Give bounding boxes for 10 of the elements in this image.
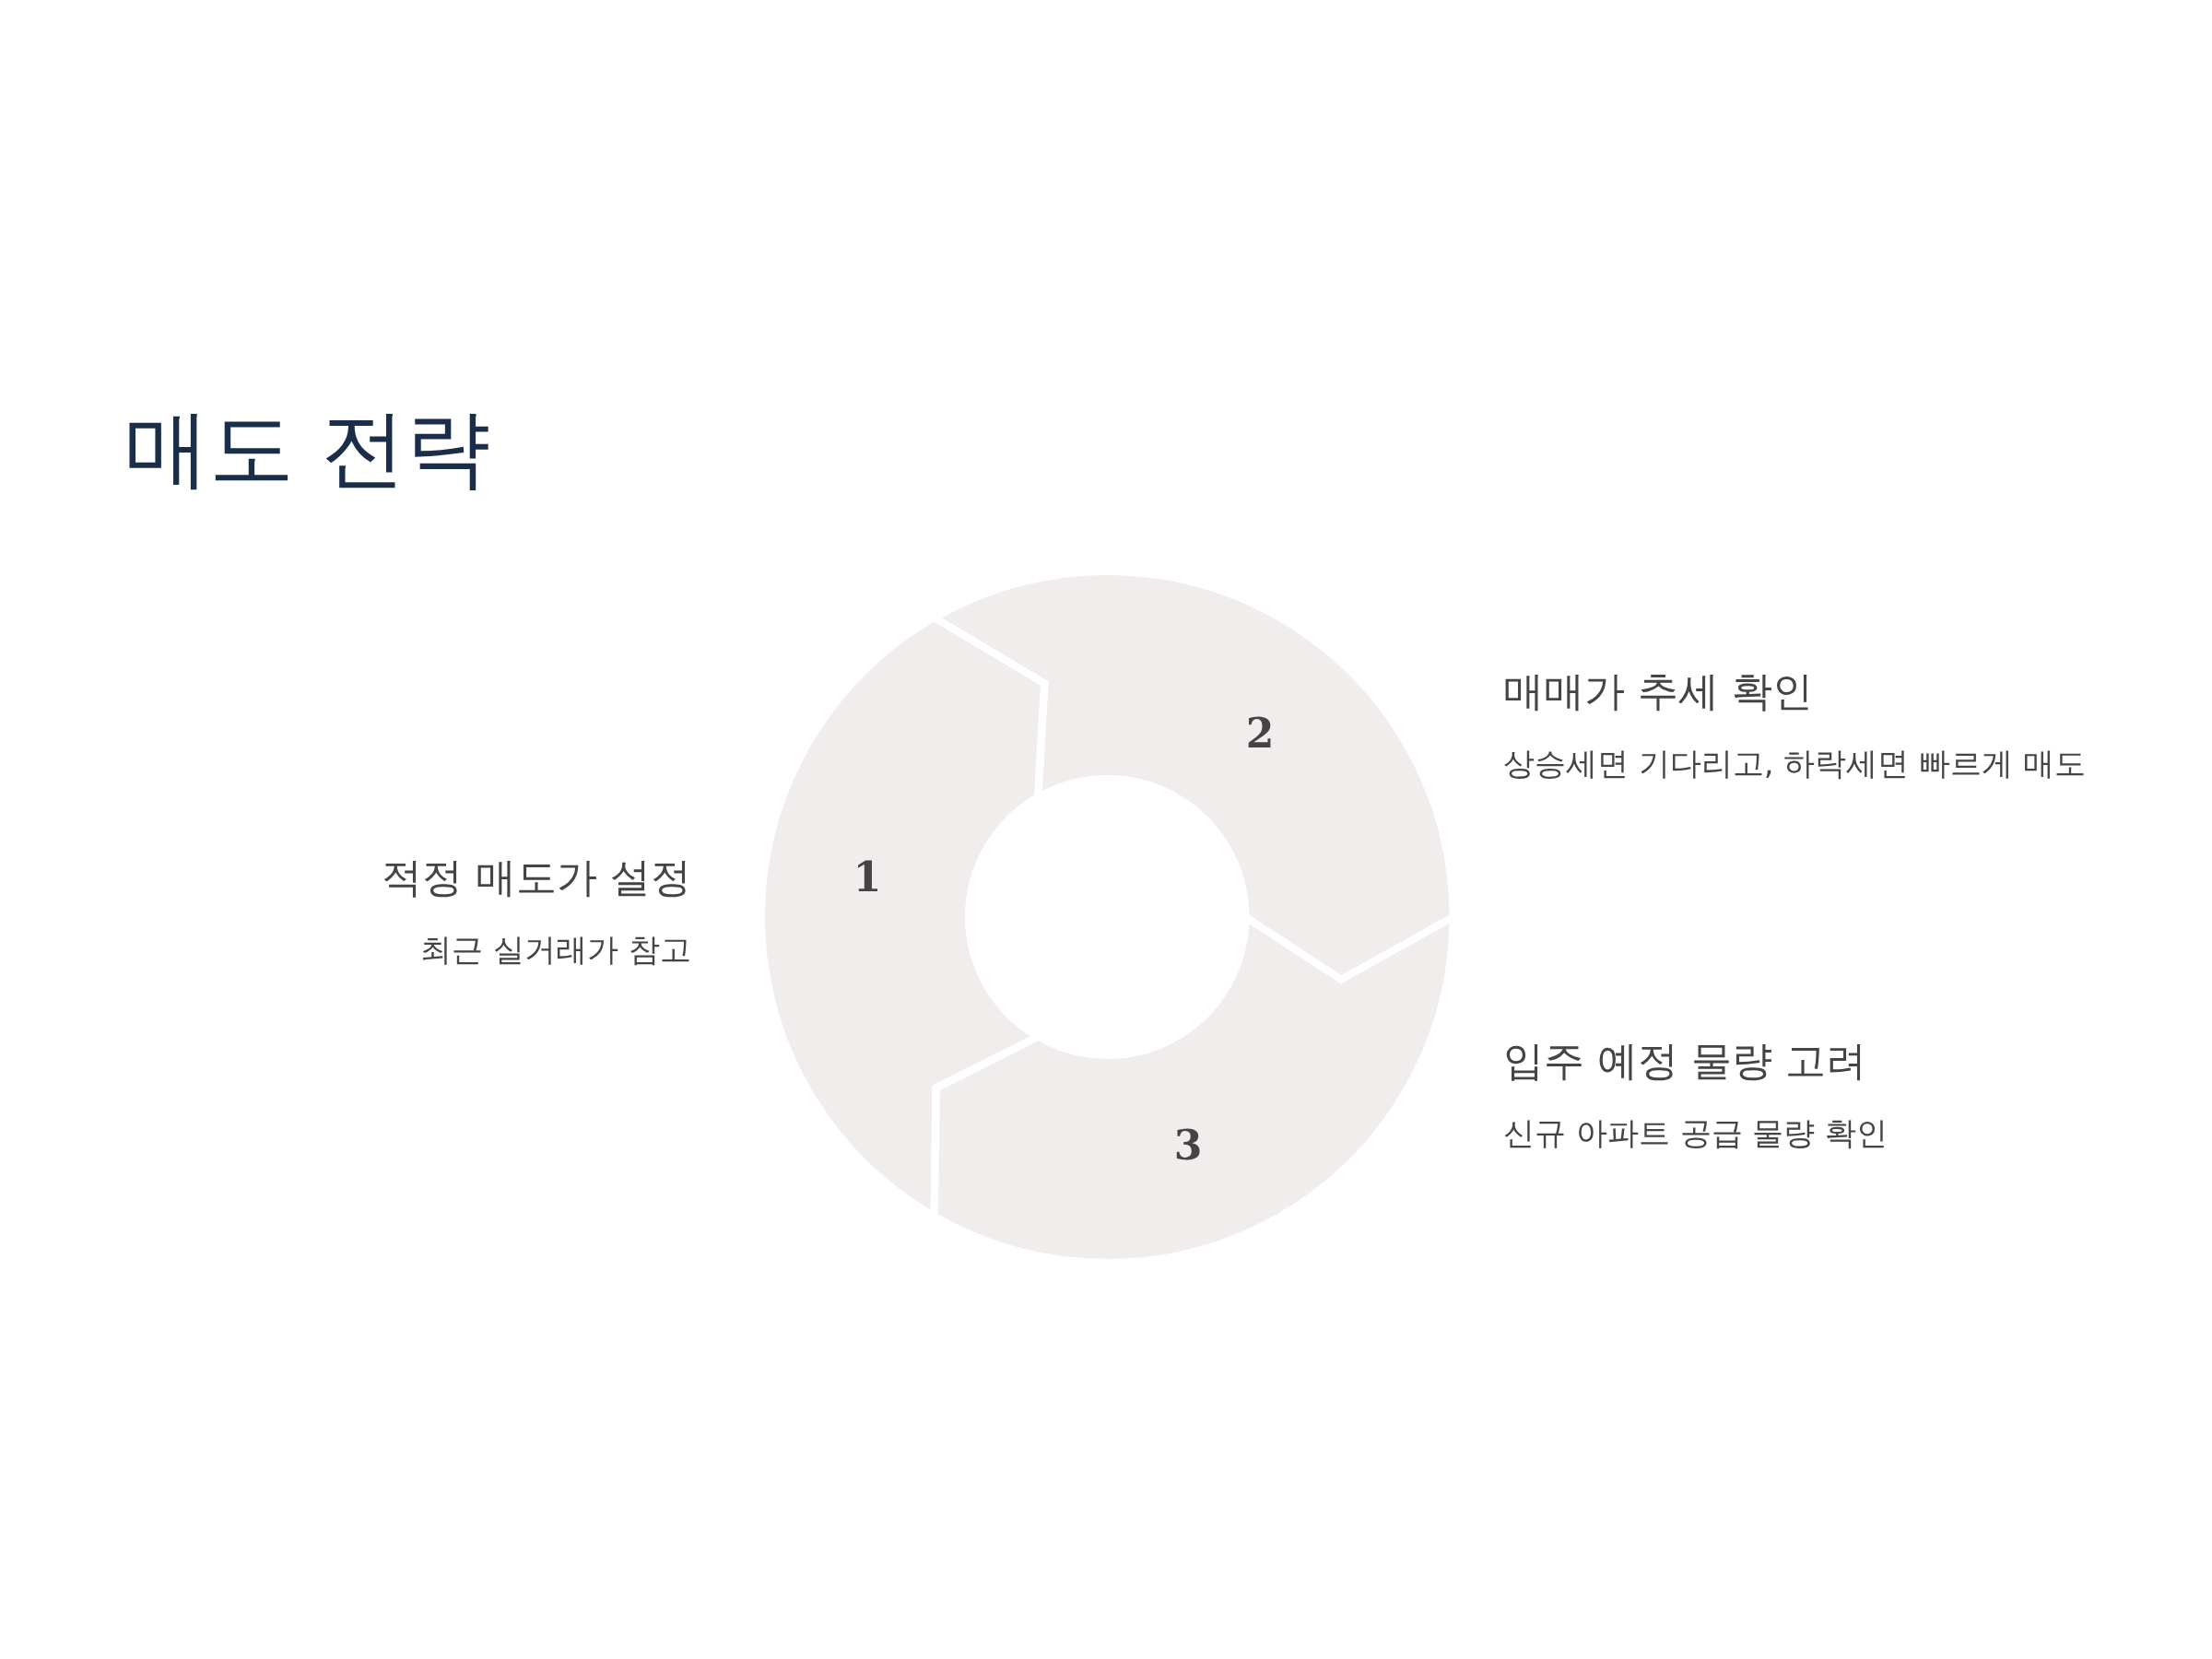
step-number: 1 [853,857,882,898]
step-description: 신규 아파트 공급 물량 확인 [1503,1113,1888,1153]
step-description: 상승세면 기다리고, 하락세면 빠르게 매도 [1503,744,2087,783]
step-description: 최근 실거래가 참고 [420,930,691,970]
step-number: 2 [1245,713,1275,754]
step-title: 적정 매도가 설정 [382,852,691,902]
step-title: 입주 예정 물량 고려 [1503,1035,1866,1086]
step-number: 3 [1173,1125,1203,1166]
diagram-title: 매도 전략 [124,398,491,500]
step-title: 매매가 추세 확인 [1503,665,1813,716]
